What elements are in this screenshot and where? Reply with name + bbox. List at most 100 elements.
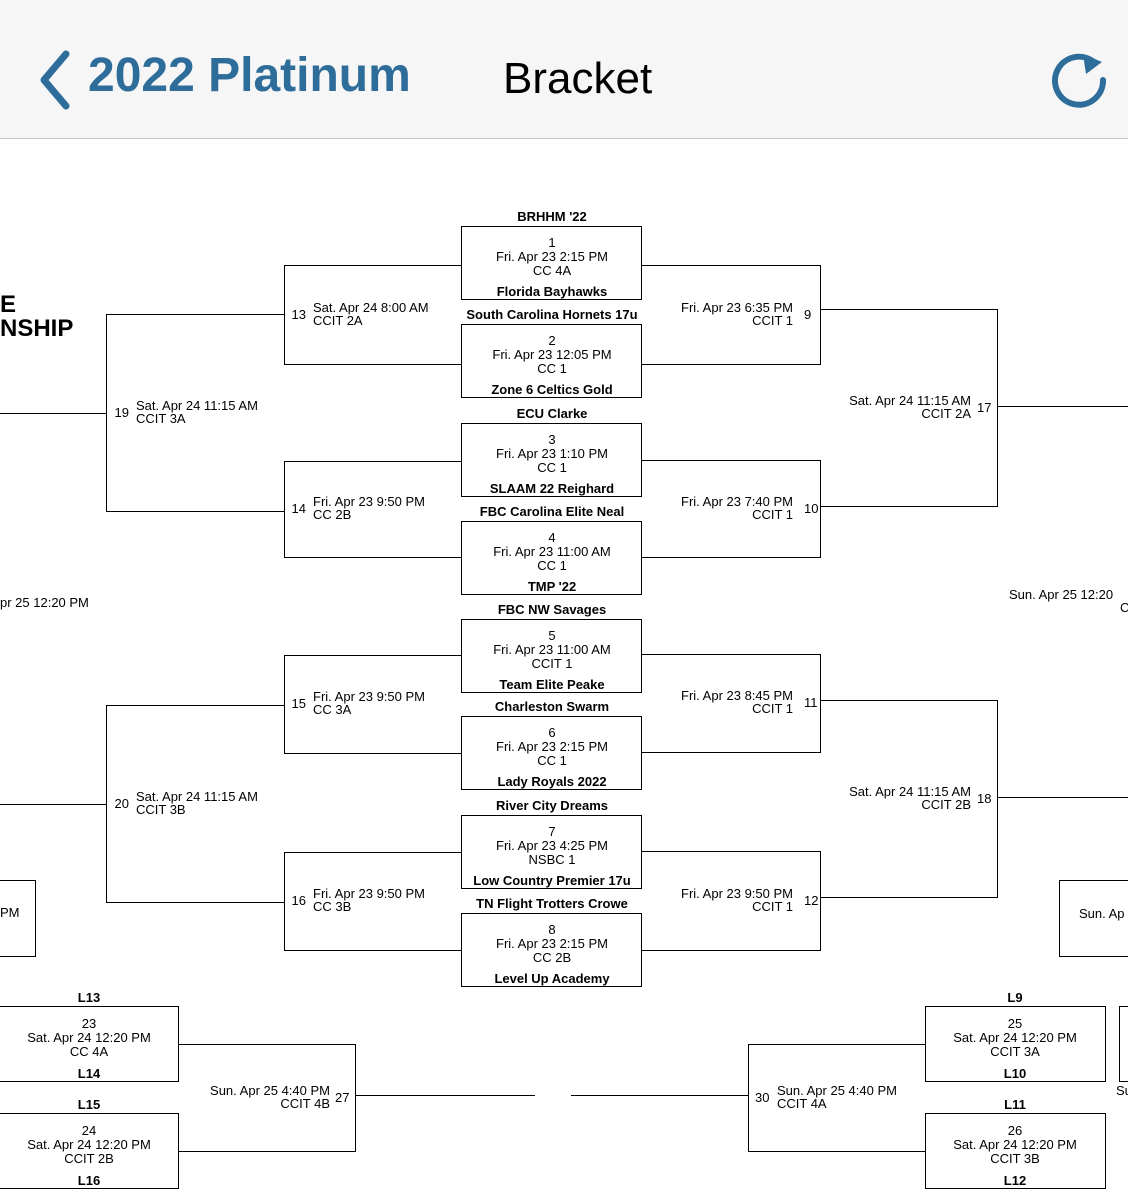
game-box-3[interactable] — [461, 423, 642, 497]
team-name: TN Flight Trotters Crowe — [476, 896, 628, 911]
bracket-line — [997, 797, 1128, 798]
game-date: Fri. Apr 23 4:25 PM — [496, 838, 608, 853]
bracket-line — [641, 654, 821, 655]
game-court: CC 1 — [537, 753, 567, 768]
game-court: CCIT 2B — [64, 1151, 114, 1166]
game-number: 5 — [548, 628, 556, 643]
bracket-line — [571, 1095, 749, 1096]
bracket-line — [820, 265, 821, 365]
game-box-6[interactable] — [461, 716, 642, 790]
consolation-game-box[interactable] — [925, 1113, 1106, 1189]
bracket-line — [284, 557, 462, 558]
game-date: Sat. Apr 24 12:20 PM — [953, 1030, 1077, 1045]
team-name: Florida Bayhawks — [496, 284, 608, 299]
bracket-line — [641, 851, 821, 852]
loser-slot: L12 — [1003, 1173, 1027, 1188]
bracket-line — [355, 1095, 535, 1096]
team-name: River City Dreams — [496, 798, 608, 813]
refresh-icon — [1052, 53, 1107, 108]
game-number: 1 — [548, 235, 556, 250]
game-court: NSBC 1 — [528, 852, 576, 867]
bracket-line — [641, 364, 821, 365]
game-box-7[interactable] — [461, 815, 642, 889]
consolation-game-box[interactable] — [0, 1006, 179, 1082]
bracket-title-partial: E — [0, 291, 17, 318]
loser-slot: L13 — [77, 990, 101, 1005]
game-box-partial[interactable] — [0, 880, 36, 957]
game-date: Sat. Apr 24 11:15 AM — [849, 393, 971, 408]
game-number: 17 — [977, 400, 992, 415]
bracket-line — [284, 364, 462, 365]
game-number: 11 — [804, 695, 818, 710]
game-box-1[interactable] — [461, 226, 642, 300]
game-box-4[interactable] — [461, 521, 642, 595]
game-date: Fri. Apr 23 8:45 PM — [681, 688, 793, 703]
game-court: CC 4A — [69, 1044, 109, 1059]
game-box-2[interactable] — [461, 324, 642, 398]
team-name: Charleston Swarm — [494, 699, 610, 714]
bracket-line — [0, 804, 107, 805]
game-date: Fri. Apr 23 11:00 AM — [493, 642, 611, 657]
game-date: pr 25 12:20 PM — [0, 595, 89, 610]
bracket-line — [106, 902, 285, 903]
team-name: SLAAM 22 Reighard — [489, 481, 615, 496]
bracket-line — [641, 460, 821, 461]
bracket-line — [820, 851, 821, 951]
bracket-line — [284, 265, 285, 365]
loser-slot: L10 — [1003, 1066, 1027, 1081]
bracket-line — [284, 852, 285, 951]
game-court: CC 1 — [537, 460, 567, 475]
game-court: CCIT 3B — [136, 802, 186, 817]
bracket-line — [820, 897, 998, 898]
team-name: Team Elite Peake — [499, 677, 605, 692]
game-date: Fri. Apr 23 2:15 PM — [496, 739, 608, 754]
game-number: 13 — [291, 307, 306, 322]
game-number: 30 — [755, 1090, 770, 1105]
game-court: CCIT 3A — [990, 1044, 1040, 1059]
bracket-line — [106, 314, 285, 315]
team-name: TMP '22 — [527, 579, 577, 594]
game-court: CCIT 4A — [777, 1096, 827, 1111]
loser-slot: L11 — [1004, 1097, 1026, 1112]
game-box-partial[interactable] — [1059, 880, 1128, 957]
bracket-line — [641, 752, 821, 753]
team-name: Level Up Academy — [494, 971, 610, 986]
game-number: 12 — [804, 893, 819, 908]
game-date: Sat. Apr 24 11:15 AM — [849, 784, 971, 799]
game-box-5[interactable] — [461, 619, 642, 693]
game-number: 9 — [804, 307, 812, 322]
game-date: Sat. Apr 24 12:20 PM — [27, 1030, 151, 1045]
team-name: South Carolina Hornets 17u — [466, 307, 638, 322]
game-number: 14 — [291, 501, 306, 516]
bracket-line — [284, 265, 462, 266]
loser-slot: L15 — [77, 1097, 101, 1112]
back-button[interactable]: 2022 Platinum — [30, 42, 430, 114]
game-number: 3 — [548, 432, 556, 447]
game-number: 27 — [335, 1090, 350, 1105]
refresh-button[interactable] — [1048, 50, 1112, 114]
consolation-game-box[interactable] — [0, 1113, 179, 1189]
bracket-line — [178, 1044, 356, 1045]
game-number: 6 — [548, 725, 556, 740]
game-date: Fri. Apr 23 9:50 PM — [313, 494, 425, 509]
bracket-line — [178, 1151, 356, 1152]
team-name: Low Country Premier 17u — [473, 873, 631, 888]
game-date: Fri. Apr 23 9:50 PM — [681, 886, 793, 901]
consolation-game-box[interactable] — [925, 1006, 1106, 1082]
game-date: Fri. Apr 23 9:50 PM — [313, 886, 425, 901]
bracket-line — [997, 406, 1128, 407]
bracket-line — [284, 950, 462, 951]
bracket-line — [284, 852, 462, 853]
game-court: CC 3B — [313, 899, 352, 914]
game-number: 15 — [291, 696, 306, 711]
game-date: Sat. Apr 24 8:00 AM — [313, 300, 429, 315]
game-court: CC 4A — [532, 263, 572, 278]
game-box-partial[interactable] — [1119, 1006, 1128, 1082]
team-name: FBC Carolina Elite Neal — [479, 504, 625, 519]
game-number: 7 — [548, 824, 556, 839]
game-court: CCIT 3A — [136, 411, 186, 426]
game-court: C — [1120, 600, 1128, 615]
team-name: Zone 6 Celtics Gold — [491, 382, 613, 397]
game-number: 26 — [1007, 1123, 1023, 1138]
